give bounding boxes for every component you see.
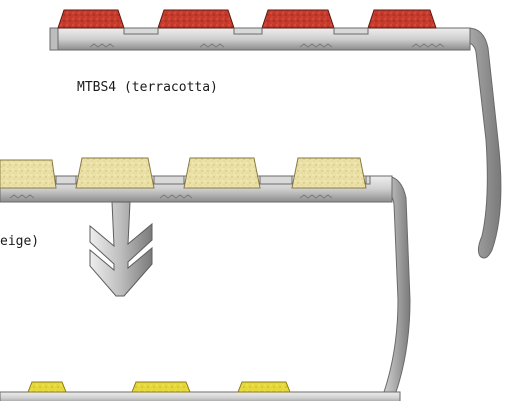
terracotta-label: MTBS4 (terracotta) [77, 80, 218, 95]
beige-nose-curve [369, 175, 411, 393]
terracotta-grooves-2 [89, 43, 445, 48]
beige-profile [0, 157, 411, 393]
terracotta-profile [49, 9, 502, 259]
beige-label: eige) [0, 234, 40, 249]
yellow-profile [0, 381, 401, 401]
beige-inserts [0, 157, 367, 189]
anchor-barb [89, 201, 153, 297]
terracotta-nose-curve [407, 27, 502, 259]
terracotta-inserts [57, 9, 437, 29]
